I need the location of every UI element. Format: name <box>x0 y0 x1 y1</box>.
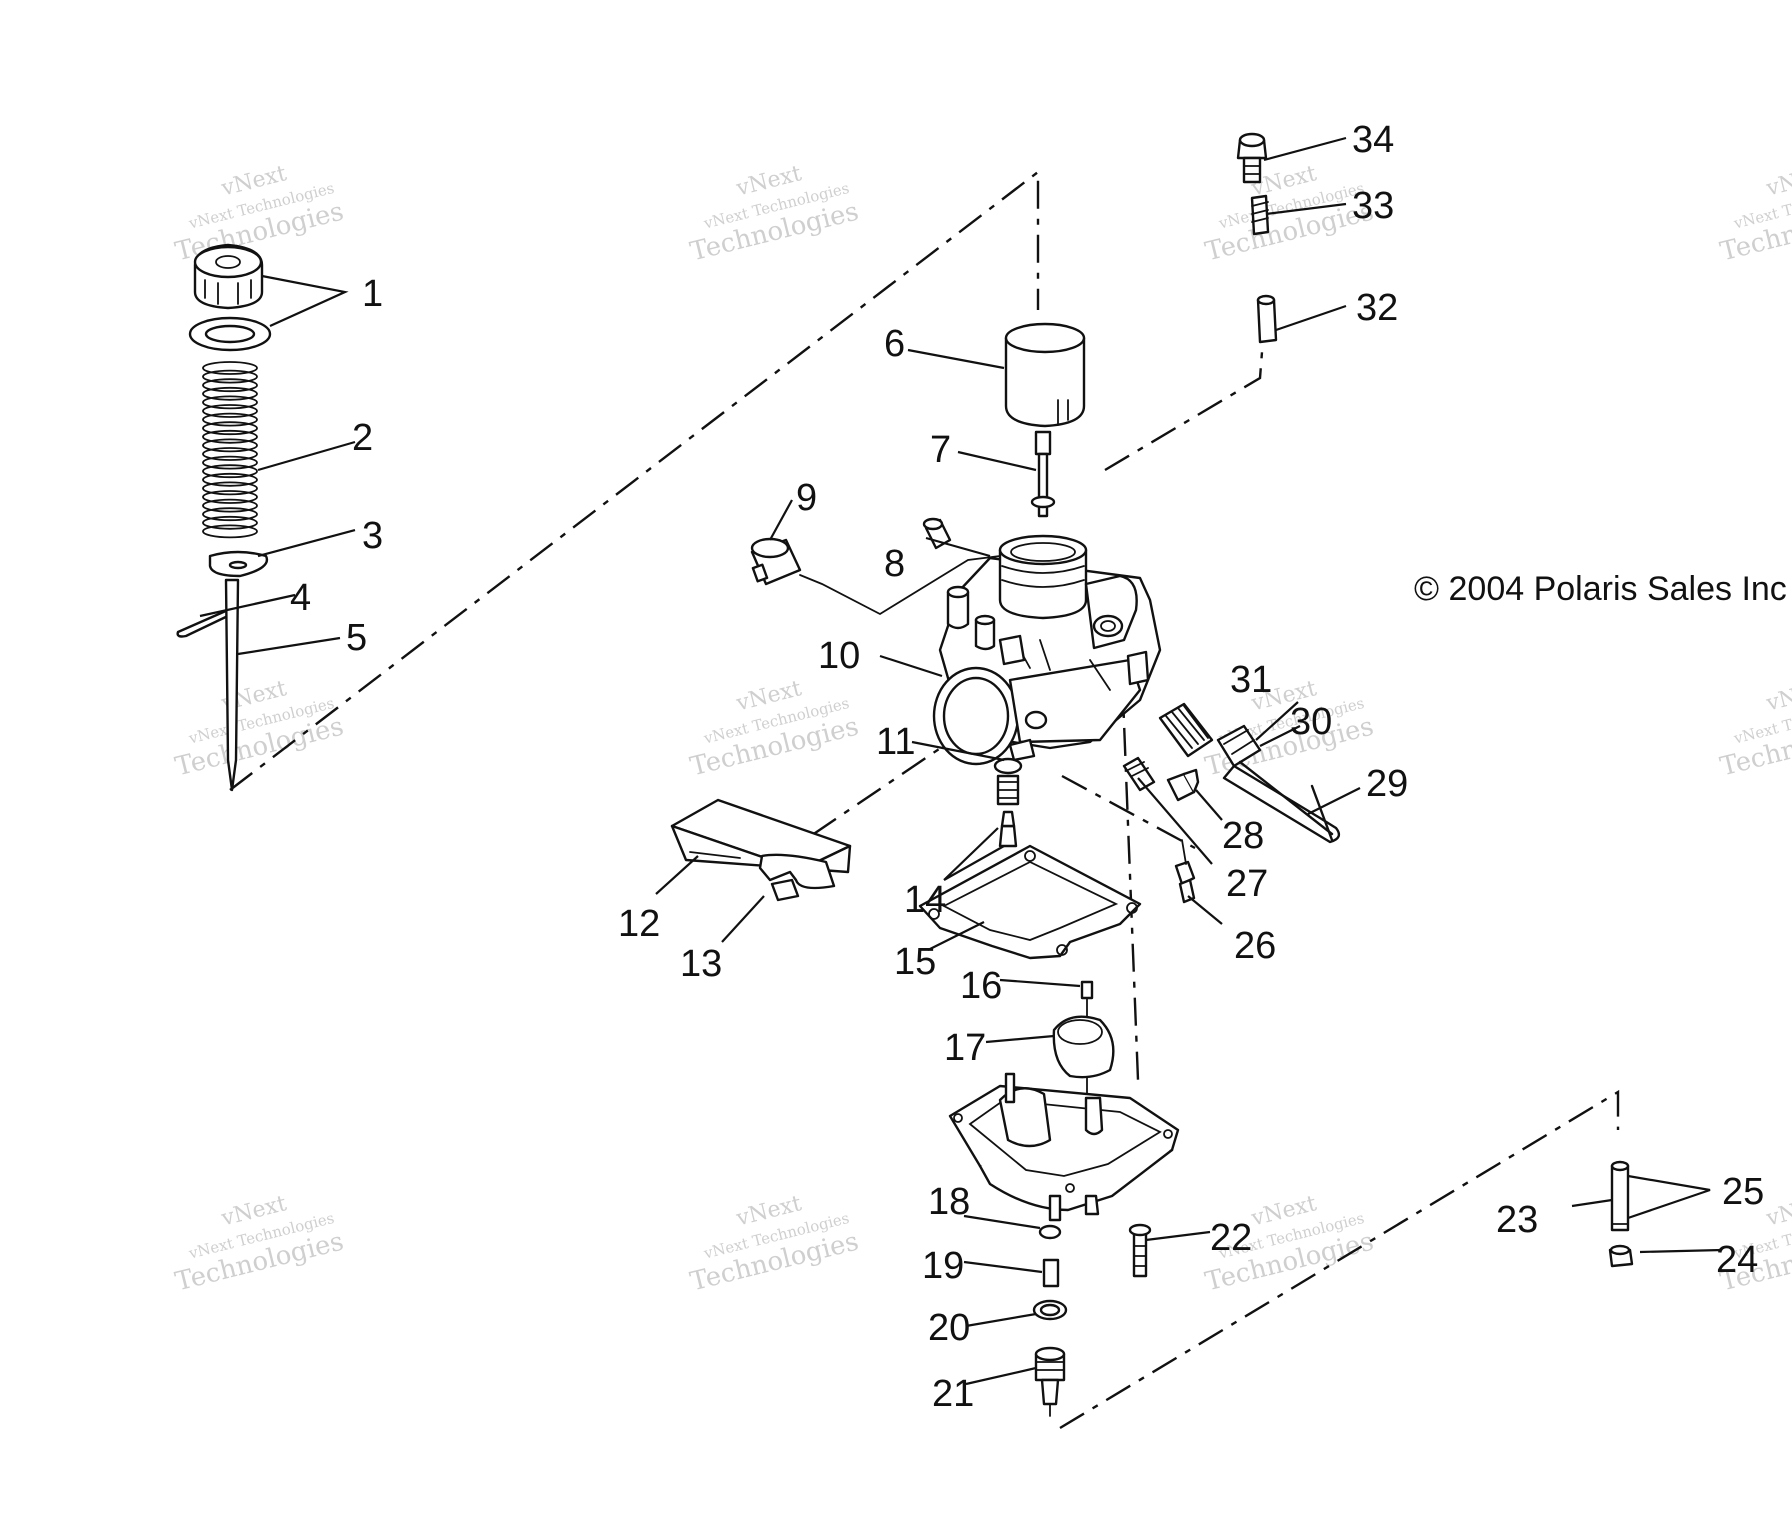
callout-3: 3 <box>362 515 383 557</box>
throttle-cable <box>750 537 1001 616</box>
watermark-text: vNext <box>1763 676 1792 716</box>
spring-coil <box>202 524 258 539</box>
cap-assembly <box>188 243 272 352</box>
spring-coil <box>202 515 258 530</box>
copyright-text: © 2004 Polaris Sales Inc <box>1414 570 1787 608</box>
callout-25: 25 <box>1722 1171 1764 1213</box>
callout-1: 1 <box>362 273 383 315</box>
spring-coil <box>202 421 258 436</box>
needle-holder <box>1030 430 1056 518</box>
spring-coil <box>202 429 258 444</box>
spring-coil <box>202 472 258 487</box>
float <box>1052 1015 1115 1079</box>
callout-16: 16 <box>960 965 1002 1007</box>
callout-17: 17 <box>944 1027 986 1069</box>
callout-6: 6 <box>884 323 905 365</box>
callout-4: 4 <box>290 577 311 619</box>
callout-10: 10 <box>818 635 860 677</box>
needle-assembly <box>176 550 269 792</box>
callout-31: 31 <box>1230 659 1272 701</box>
spring-coil <box>202 490 258 504</box>
spring-coil <box>202 455 258 470</box>
bracket-pin <box>1610 1160 1630 1232</box>
assembly-lines <box>229 169 1620 1430</box>
callout-24: 24 <box>1716 1239 1758 1281</box>
spring-coil <box>202 395 258 410</box>
callout-11: 11 <box>876 721 915 763</box>
callout-30: 30 <box>1290 701 1332 743</box>
spring-coil <box>202 438 258 453</box>
callout-15: 15 <box>894 941 936 983</box>
spring <box>202 361 258 539</box>
spring-coil <box>202 386 258 401</box>
callout-22: 22 <box>1210 1217 1252 1259</box>
throttle-stop-assembly <box>1158 702 1341 844</box>
bowl-screw <box>1128 1223 1152 1278</box>
spring-coil <box>202 404 258 418</box>
callout-18: 18 <box>928 1181 970 1223</box>
callout-32: 32 <box>1356 287 1398 329</box>
callout-8: 8 <box>884 543 905 585</box>
cable-adjuster-top <box>1236 132 1268 184</box>
callout-19: 19 <box>922 1245 964 1287</box>
leader-lines <box>199 136 1723 1386</box>
spring-coil <box>202 447 258 461</box>
idle-screw <box>1174 839 1196 904</box>
callout-13: 13 <box>680 943 722 985</box>
spring-coil <box>202 369 258 384</box>
spring-coil <box>202 481 258 496</box>
callout-27: 27 <box>1226 863 1268 905</box>
callout-12: 12 <box>618 903 660 945</box>
pilot-jet <box>993 757 1023 848</box>
plug <box>922 517 952 550</box>
spring-coil <box>202 361 258 375</box>
cable-adjuster-sleeve <box>1256 294 1278 344</box>
callout-29: 29 <box>1366 763 1408 805</box>
float-bowl-gasket <box>918 844 1142 960</box>
spring-coil <box>202 498 258 513</box>
callout-33: 33 <box>1352 185 1394 227</box>
bracket-nut <box>1608 1244 1634 1268</box>
callout-2: 2 <box>352 417 373 459</box>
spring-coil <box>202 464 258 479</box>
carburetor-body <box>932 534 1162 766</box>
spring-coil <box>202 507 258 522</box>
spring-coil <box>202 378 258 393</box>
watermark-text: vNext <box>1763 161 1792 201</box>
watermark-text: vNext <box>1763 1191 1792 1231</box>
callout-14: 14 <box>904 879 946 921</box>
spring-coil <box>202 412 258 427</box>
callout-26: 26 <box>1234 925 1276 967</box>
cable-adjuster-spring <box>1250 194 1270 236</box>
slide <box>1004 322 1086 428</box>
pilot-screw <box>1122 756 1200 802</box>
callout-7: 7 <box>930 429 951 471</box>
callout-labels: 1 2 3 4 5 6 7 8 9 10 11 12 13 14 15 16 1… <box>290 119 1764 1415</box>
callout-5: 5 <box>346 617 367 659</box>
callout-9: 9 <box>796 477 817 519</box>
callout-21: 21 <box>932 1373 974 1415</box>
air-bracket <box>670 798 852 902</box>
drain-parts <box>1032 1224 1068 1417</box>
callout-20: 20 <box>928 1307 970 1349</box>
float-bowl <box>948 1072 1180 1222</box>
callout-34: 34 <box>1352 119 1394 161</box>
callout-23: 23 <box>1496 1199 1538 1241</box>
callout-28: 28 <box>1222 815 1264 857</box>
